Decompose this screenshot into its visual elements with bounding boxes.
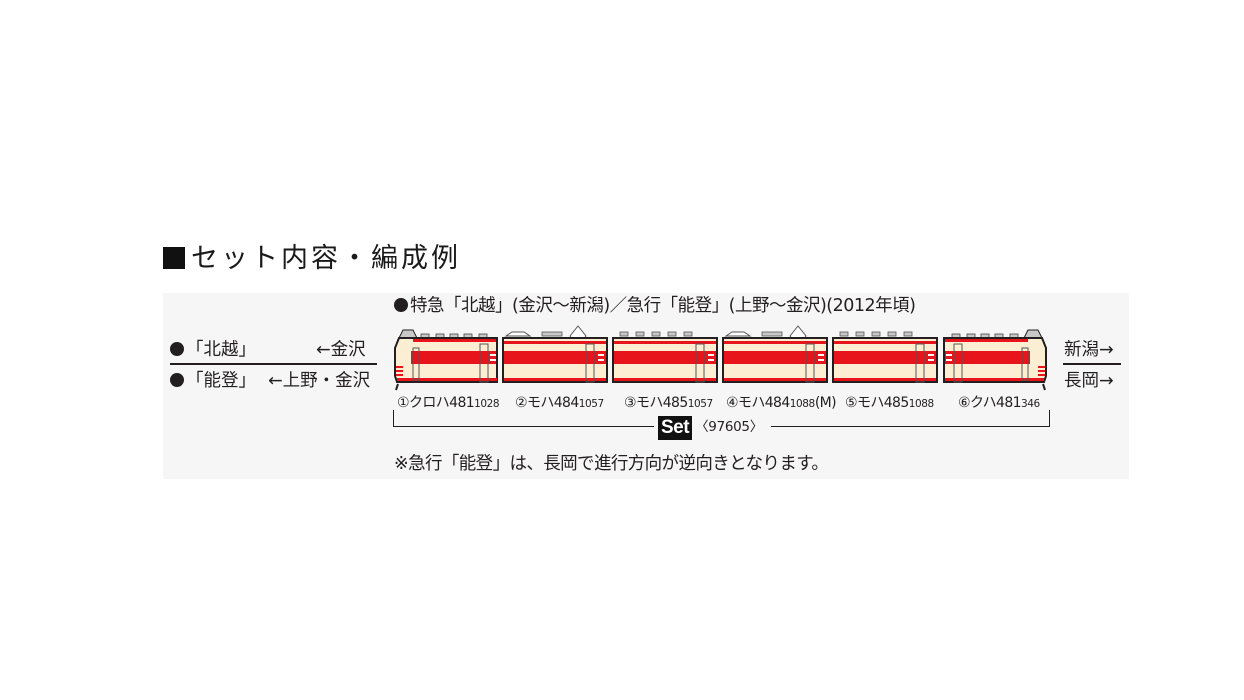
car-label-4: ④モハ4841088(M) — [726, 394, 837, 413]
bullet-icon — [170, 342, 184, 356]
route-niigata-direction: 新潟→ — [1064, 340, 1114, 360]
car-label-6: ⑥クハ481346 — [958, 394, 1040, 413]
route-name: 「北越」 — [186, 340, 256, 360]
car-1-kuroha481 — [393, 326, 499, 391]
car-number: 1057 — [687, 398, 714, 410]
route-nagaoka-direction: 長岡→ — [1064, 371, 1114, 391]
car-index: ① — [397, 395, 410, 411]
car-number: 1057 — [578, 398, 605, 410]
car-number: 346 — [1020, 398, 1040, 410]
route-noto-direction: ←上野・金沢 — [268, 371, 371, 391]
route-noto-name: 「能登」 — [170, 370, 256, 392]
car-index: ⑥ — [958, 395, 971, 411]
car-number: 1028 — [474, 398, 500, 410]
set-product-number: 〈97605〉 — [695, 419, 763, 435]
car-type: モハ484 — [737, 395, 790, 411]
car-suffix: (M) — [814, 395, 837, 411]
car-type: モハ484 — [526, 395, 579, 411]
bullet-icon — [394, 298, 408, 312]
black-square-icon — [163, 247, 185, 269]
car-label-3: ③モハ4851057 — [624, 394, 713, 413]
car-type: モハ485 — [635, 395, 688, 411]
route-name: 「能登」 — [186, 371, 256, 391]
car-4-moha484-m — [722, 316, 830, 383]
car-type: クハ481 — [969, 395, 1022, 411]
car-index: ④ — [726, 395, 739, 411]
car-index: ⑤ — [845, 395, 858, 411]
car-2-moha484 — [502, 316, 610, 383]
car-type: モハ485 — [856, 395, 909, 411]
car-index: ② — [515, 395, 528, 411]
bullet-icon — [170, 373, 184, 387]
route-hokuetsu-name: 「北越」 — [170, 339, 256, 361]
set-label: Set 〈97605〉 — [654, 416, 771, 440]
car-label-1: ①クロハ4811028 — [397, 394, 500, 413]
car-3-moha485 — [612, 326, 720, 383]
formation-title: 特急「北越」(金沢〜新潟)／急行「能登」(上野〜金沢)(2012年頃) — [394, 293, 916, 319]
car-type: クロハ481 — [408, 395, 475, 411]
route-divider-left — [170, 363, 377, 365]
car-5-moha485 — [832, 326, 940, 383]
section-heading: セット内容・編成例 — [163, 242, 461, 276]
formation-note: ※急行「能登」は、長岡で進行方向が逆向きとなります。 — [394, 454, 829, 474]
car-number: 1088 — [789, 398, 816, 410]
car-label-5: ⑤モハ4851088 — [845, 394, 934, 413]
formation-title-text: 特急「北越」(金沢〜新潟)／急行「能登」(上野〜金沢)(2012年頃) — [410, 296, 916, 316]
formation-panel — [163, 293, 1129, 479]
set-badge: Set — [658, 416, 693, 440]
car-6-kuha481 — [942, 326, 1050, 391]
car-number: 1088 — [908, 398, 935, 410]
car-index: ③ — [624, 395, 637, 411]
section-heading-label: セット内容・編成例 — [191, 243, 461, 274]
car-label-2: ②モハ4841057 — [515, 394, 604, 413]
route-divider-right — [1063, 363, 1121, 365]
route-hokuetsu-direction: ←金沢 — [316, 340, 366, 360]
